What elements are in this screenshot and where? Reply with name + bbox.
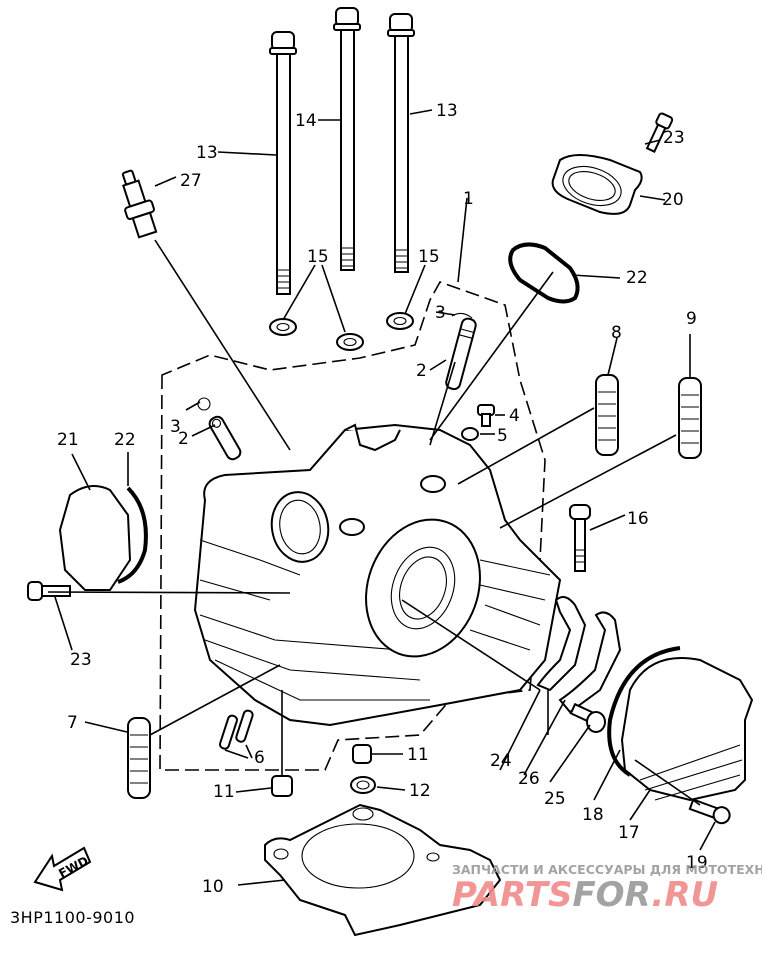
stud-9 (678, 377, 702, 459)
callout-18: 18 (582, 805, 604, 825)
callout-12: 12 (409, 781, 431, 801)
o-ring-12 (350, 776, 376, 794)
tappet-bolt-left (27, 581, 71, 601)
callout-17: 17 (618, 823, 640, 843)
callout-27: 27 (180, 171, 202, 191)
fwd-direction-arrow: FWD (33, 846, 92, 892)
callout-5: 5 (497, 426, 508, 446)
dowel-pin-left (271, 775, 293, 797)
stud-8 (595, 374, 619, 456)
head-bolt-middle (333, 7, 361, 271)
head-bolt-right (387, 13, 415, 273)
callout-2a: 2 (416, 361, 427, 381)
stud-7 (127, 717, 151, 799)
callout-7: 7 (67, 713, 78, 733)
callout-21: 21 (57, 430, 79, 450)
callout-6: 6 (254, 748, 265, 768)
callout-23b: 23 (70, 650, 92, 670)
bolt-small (477, 404, 495, 427)
callout-1: 1 (463, 189, 474, 209)
watermark-brand-parts: PARTS (452, 875, 572, 915)
watermark-brand: PARTSFOR.RU (452, 875, 718, 915)
brackets (536, 595, 622, 714)
callout-14: 14 (295, 111, 317, 131)
bolt-16 (569, 504, 591, 572)
intake-bolt (645, 112, 674, 153)
watermark-brand-for: FOR (572, 875, 651, 915)
side-cover-bolt (688, 798, 731, 825)
cylinder-head (193, 423, 562, 727)
o-ring-top (508, 242, 580, 304)
spark-plug (121, 169, 158, 239)
bracket-bolt (569, 702, 606, 733)
watermark-brand-ru: .RU (651, 875, 718, 915)
side-cover (607, 646, 754, 802)
washers (269, 312, 414, 351)
dowel-pin-right (352, 744, 372, 764)
callout-13a: 13 (196, 143, 218, 163)
callout-19: 19 (686, 853, 708, 873)
callout-25: 25 (544, 789, 566, 809)
callout-11b: 11 (407, 745, 429, 765)
studs-6 (218, 709, 254, 750)
intake-joint (551, 154, 643, 215)
callout-2b: 2 (178, 429, 189, 449)
callout-22a: 22 (626, 268, 648, 288)
watermark: ЗАПЧАСТИ И АКСЕССУАРЫ ДЛЯ МОТОТЕХНИКИ PA… (452, 862, 762, 915)
head-bolt-left (269, 31, 297, 295)
callout-20: 20 (662, 190, 684, 210)
valve-guide-left (197, 397, 242, 461)
tappet-cover-left (58, 485, 148, 591)
callout-3b: 3 (170, 417, 181, 437)
callout-26: 26 (518, 769, 540, 789)
leader-lines (47, 109, 716, 886)
watermark-tagline: ЗАПЧАСТИ И АКСЕССУАРЫ ДЛЯ МОТОТЕХНИКИ (452, 862, 762, 877)
catalog-code: 3HP1100-9010 (10, 908, 135, 927)
callout-labels: 13 14 13 1 27 15 15 23 20 22 3 2 4 5 8 9… (57, 101, 708, 897)
callout-3a: 3 (435, 303, 446, 323)
callout-13b: 13 (436, 101, 458, 121)
callout-22b: 22 (114, 430, 136, 450)
callout-8: 8 (611, 323, 622, 343)
callout-4: 4 (509, 406, 520, 426)
callout-24: 24 (490, 751, 512, 771)
callout-16: 16 (627, 509, 649, 529)
callout-11a: 11 (213, 782, 235, 802)
callout-15a: 15 (307, 247, 329, 267)
assembly-boundary (159, 281, 546, 771)
washer-small (461, 427, 479, 441)
callout-23a: 23 (663, 128, 685, 148)
head-gasket (264, 803, 502, 937)
callout-10: 10 (202, 877, 224, 897)
callout-15b: 15 (418, 247, 440, 267)
callout-9: 9 (686, 309, 697, 329)
